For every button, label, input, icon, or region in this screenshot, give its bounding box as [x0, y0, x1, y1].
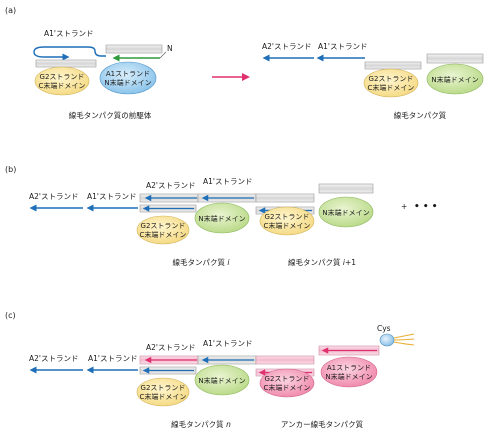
- c-caption-anchor: アンカー線毛タンパク質: [281, 419, 364, 429]
- mature-caption: 線毛タンパク質: [394, 110, 447, 120]
- panel-b: (b) A2'ストランド A1'ストランド A2'ストランド A1'ストランド …: [5, 165, 438, 267]
- c-caption-n: 線毛タンパク質 n: [171, 419, 231, 429]
- panel-a-label: (a): [5, 6, 16, 15]
- n-terminal-label: N末端ドメイン: [104, 78, 151, 87]
- c-pink-bar-3: [255, 355, 315, 365]
- mature-g2-domain: [363, 68, 419, 98]
- c-a1-left-label: A1'ストランド: [88, 354, 137, 363]
- b-caption-i-plus-1: 線毛タンパク質 i+1: [288, 257, 356, 267]
- a1-prime-strand-label: A1'ストランド: [44, 29, 93, 38]
- panel-b-label: (b): [5, 165, 16, 174]
- mature-g2-strand-label: G2ストランド: [369, 75, 414, 83]
- c-anchor-g2-domain: [259, 368, 315, 398]
- b-g2-domain-2: [259, 206, 315, 236]
- g2-strand-label: G2ストランド: [40, 73, 85, 81]
- b-a2-mid-label: A2'ストランド: [146, 181, 195, 190]
- mature-gray-bar-left: [364, 61, 422, 70]
- b-g2-strand-label-2: G2ストランド: [265, 213, 310, 221]
- c-terminal-label: C末端ドメイン: [39, 81, 86, 90]
- cys-tail-2: [393, 338, 415, 341]
- b-a1-left-label: A1'ストランド: [87, 192, 136, 201]
- b-n-terminal-label-1: N末端ドメイン: [198, 214, 245, 223]
- cys-tail-1: [393, 333, 415, 339]
- b-n-terminal-domain-1: [194, 202, 250, 234]
- cys-tail-3: [393, 341, 415, 346]
- precursor-caption: 線毛タンパク質の前駆体: [69, 110, 152, 120]
- a1-strand-label: A1ストランド: [106, 70, 150, 78]
- panel-c: (c) Cys A2'ストランド A1'ストランド A2'ストランド A1'スト…: [5, 311, 415, 429]
- a1-n-terminal-domain: [99, 61, 157, 95]
- b-gray-bar-top: [318, 183, 374, 194]
- a2-prime-strand-label: A2'ストランド: [262, 42, 311, 51]
- b-caption-i: 線毛タンパク質 i: [173, 257, 231, 267]
- n-terminus-label: N: [167, 44, 173, 53]
- c-c-terminal-label: C末端ドメイン: [140, 392, 187, 401]
- b-g2-domain-1: [136, 215, 190, 245]
- c-a1-mid-label: A1'ストランド: [203, 339, 252, 348]
- b-continuation-dots: • • •: [414, 202, 438, 212]
- precursor-blue-arrow: [33, 46, 70, 61]
- precursor-gray-bar: [105, 44, 163, 54]
- b-a2-left-label: A2'ストランド: [29, 192, 78, 201]
- mature-n-terminal-domain: [426, 63, 484, 95]
- b-gray-bar-3: [255, 193, 315, 203]
- b-a1-mid-label: A1'ストランド: [203, 177, 252, 186]
- panel-a: (a) A1'ストランド N G2ストランド C末端ドメイン A1ストランド N…: [5, 6, 484, 120]
- b-g2-strand-label-1: G2ストランド: [141, 222, 186, 230]
- b-n-terminal-domain-2: [318, 196, 374, 228]
- n-leader-line: [159, 51, 167, 59]
- c-n-terminal-domain: [194, 364, 250, 396]
- g2-c-terminal-domain: [34, 66, 90, 96]
- c-anchor-a1-domain: [320, 356, 378, 388]
- panel-c-label: (c): [5, 311, 16, 320]
- precursor-loop-strand: [44, 46, 106, 57]
- c-anchor-n-terminal-label: N末端ドメイン: [325, 372, 372, 381]
- mature-gray-bar-right: [426, 53, 484, 64]
- cys-anchor: [379, 333, 395, 347]
- c-anchor-g2-label: G2ストランド: [265, 375, 310, 383]
- c-a2-mid-label: A2'ストランド: [146, 343, 195, 352]
- c-n-terminal-label: N末端ドメイン: [198, 376, 245, 385]
- mature-n-terminal-label: N末端ドメイン: [431, 75, 478, 84]
- c-g2-strand-label: G2ストランド: [141, 384, 186, 392]
- b-c-terminal-label-1: C末端ドメイン: [140, 230, 187, 239]
- c-anchor-a1-label: A1ストランド: [327, 364, 371, 372]
- precursor-gray-bar-left: [35, 59, 97, 68]
- b-c-terminal-label-2: C末端ドメイン: [264, 221, 311, 230]
- a1-prime-strand-label-right: A1'ストランド: [318, 42, 367, 51]
- b-n-terminal-label-2: N末端ドメイン: [322, 208, 369, 217]
- c-anchor-c-terminal-label: C末端ドメイン: [264, 383, 311, 392]
- b-plus-sign: +: [401, 202, 407, 211]
- mature-c-terminal-label: C末端ドメイン: [368, 83, 415, 92]
- c-a2-left-label: A2'ストランド: [29, 354, 78, 363]
- cys-label: Cys: [377, 324, 391, 333]
- c-g2-domain: [136, 377, 190, 407]
